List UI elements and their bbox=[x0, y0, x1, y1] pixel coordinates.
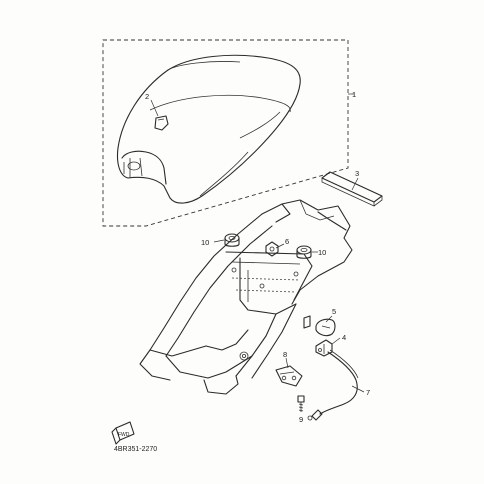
seat-lock-part bbox=[315, 318, 336, 337]
grommet-left-part bbox=[224, 233, 240, 247]
callout-7: 7 bbox=[366, 388, 370, 397]
screw-part bbox=[297, 395, 305, 412]
fwd-direction-badge: FWD bbox=[111, 421, 135, 445]
diagram-code: 4BR351-2270 bbox=[114, 446, 157, 453]
collar-part bbox=[265, 241, 279, 257]
callout-4: 4 bbox=[342, 333, 346, 342]
seal-strip-part bbox=[321, 171, 383, 207]
hook-bracket-part bbox=[275, 365, 303, 387]
callout-10-left: 10 bbox=[201, 238, 209, 247]
rear-frame bbox=[139, 199, 353, 395]
callout-10-right: 10 bbox=[318, 248, 326, 257]
callout-5: 5 bbox=[332, 307, 336, 316]
callout-2: 2 bbox=[145, 92, 149, 101]
seat-lock-cable-part bbox=[307, 349, 359, 421]
seat-hook-part bbox=[154, 115, 169, 131]
lock-bracket-part bbox=[315, 339, 333, 357]
callout-1: 1 bbox=[352, 90, 356, 99]
callout-6: 6 bbox=[285, 237, 289, 246]
seat-part bbox=[116, 54, 301, 204]
fwd-badge-text: FWD bbox=[118, 432, 130, 438]
leader-lines bbox=[150, 93, 365, 393]
seat-assembly-boundary bbox=[102, 39, 349, 227]
callout-8: 8 bbox=[283, 350, 287, 359]
callout-3: 3 bbox=[355, 169, 359, 178]
callout-9: 9 bbox=[299, 415, 303, 424]
grommet-right-part bbox=[296, 245, 312, 259]
